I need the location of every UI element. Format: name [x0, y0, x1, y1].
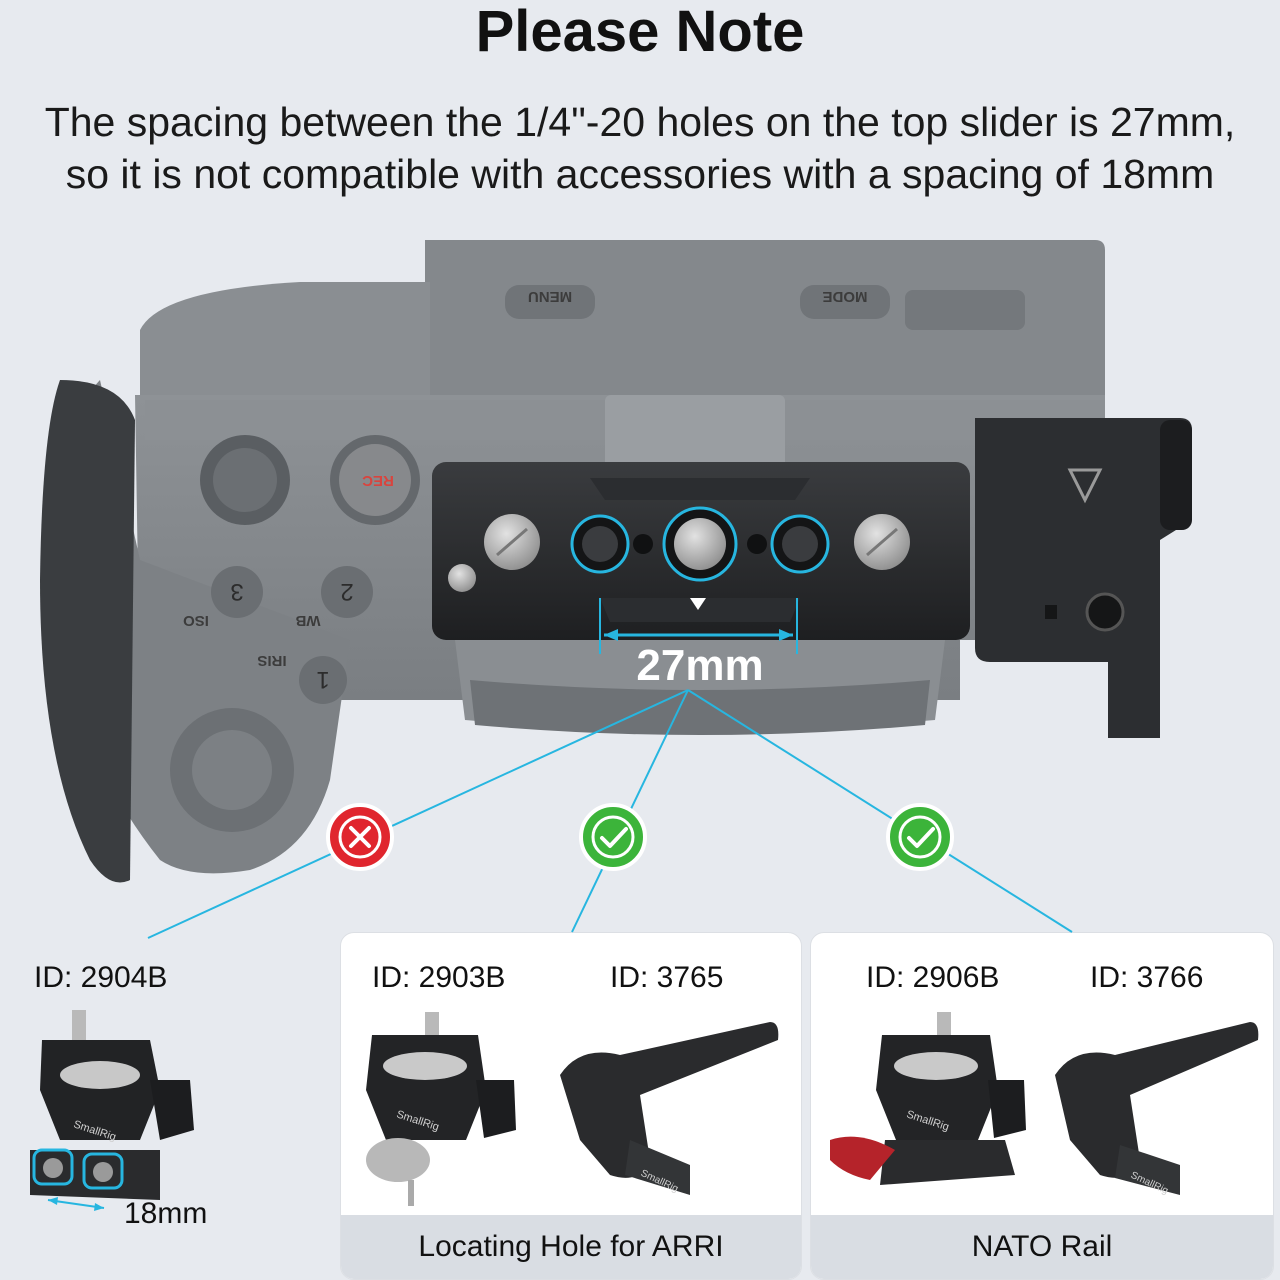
iris-label: IRIS: [257, 652, 286, 669]
iso-label: ISO: [183, 612, 209, 629]
subtitle-line-1: The spacing between the 1/4"-20 holes on…: [44, 99, 1236, 145]
menu-button-label: MENU: [528, 288, 572, 305]
button-2-label: 2: [340, 578, 353, 605]
product-3766-image: SmallRig: [1055, 1022, 1259, 1197]
wb-label: WB: [295, 612, 320, 629]
check-icon: [579, 803, 647, 871]
product-3765-image: SmallRig: [560, 1022, 779, 1195]
dimension-27mm-label: 27mm: [636, 641, 763, 690]
button-1-label: 1: [316, 666, 329, 693]
arri-card: Locating Hole for ARRI: [340, 932, 802, 1280]
product-2906b-image: SmallRig: [830, 1012, 1026, 1185]
dimension-18mm-label: 18mm: [124, 1197, 208, 1230]
dimension-27mm: 27mm: [599, 598, 798, 690]
mode-button-label: MODE: [823, 288, 868, 305]
page-title: Please Note: [475, 0, 805, 64]
product-id-2904b: ID: 2904B: [34, 961, 168, 994]
check-icon: [886, 803, 954, 871]
page-subtitle: The spacing between the 1/4"-20 holes on…: [0, 96, 1280, 200]
product-id-3765: ID: 3765: [610, 961, 724, 994]
nato-card: NATO Rail: [810, 932, 1274, 1280]
nato-card-footer: NATO Rail: [811, 1215, 1273, 1279]
subtitle-line-2: so it is not compatible with accessories…: [65, 151, 1215, 197]
side-handle-clamp: [975, 418, 1192, 738]
top-slider-plate: [432, 462, 970, 640]
button-3-label: 3: [230, 578, 243, 605]
product-id-3766: ID: 3766: [1090, 961, 1204, 994]
product-id-2906b: ID: 2906B: [866, 961, 1000, 994]
arri-card-footer: Locating Hole for ARRI: [341, 1215, 801, 1279]
product-id-2903b: ID: 2903B: [372, 961, 506, 994]
product-2904b-image: SmallRig: [30, 1010, 194, 1211]
product-2903b-image: SmallRig: [366, 1012, 516, 1206]
x-icon: [326, 803, 394, 871]
rec-button-label: REC: [362, 472, 394, 489]
